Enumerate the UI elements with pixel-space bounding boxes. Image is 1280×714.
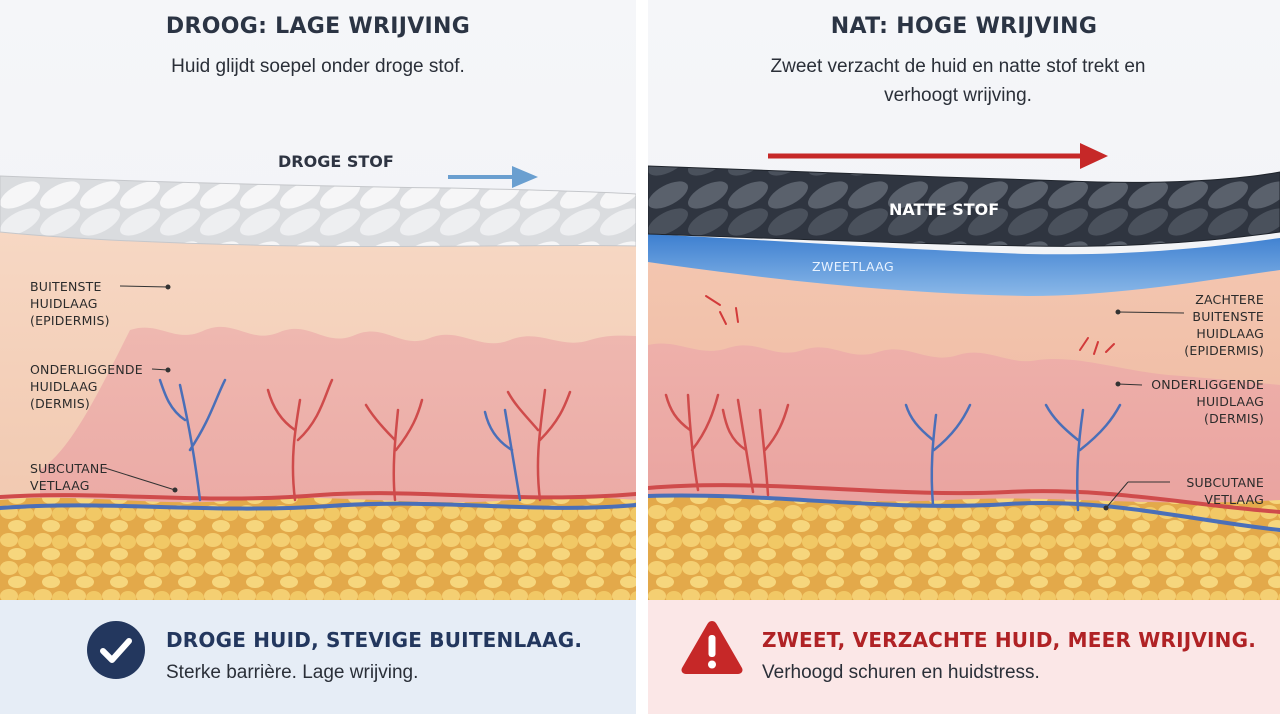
dry-subtitle: Huid glijdt soepel onder droge stof. [171, 56, 465, 77]
warning-triangle-icon [681, 621, 743, 674]
dry-skin-illustration [0, 166, 636, 600]
dry-fabric-label: DROGE STOF [278, 152, 394, 171]
wet-summary-subtitle: Verhoogd schuren en huidstress. [762, 662, 1040, 683]
sweat-layer-label: ZWEETLAAG [812, 259, 895, 274]
check-circle-icon [87, 621, 145, 679]
motion-arrow-icon [768, 143, 1108, 169]
dry-summary-subtitle: Sterke barrière. Lage wrijving. [166, 662, 419, 683]
wet-panel: NAT: HOGE WRIJVING Zweet verzacht de hui… [648, 0, 1280, 714]
dry-summary-title: DROGE HUID, STEVIGE BUITENLAAG. [166, 628, 583, 652]
dry-panel: DROOG: LAGE WRIJVING Huid glijdt soepel … [0, 0, 636, 714]
fat-layer-label: SUBCUTANE VETLAAG [1186, 475, 1264, 507]
friction-marks-icon [705, 295, 1115, 355]
wet-title: NAT: HOGE WRIJVING [830, 14, 1098, 39]
motion-arrow-icon [448, 166, 538, 188]
dry-title: DROOG: LAGE WRIJVING [165, 14, 471, 39]
softer-epidermis-label: ZACHTERE BUITENSTE HUIDLAAG (EPIDERMIS) [1184, 292, 1264, 358]
dry-summary: DROGE HUID, STEVIGE BUITENLAAG. Sterke b… [0, 600, 636, 714]
panel-divider [636, 0, 648, 714]
wet-summary-title: ZWEET, VERZACHTE HUID, MEER WRIJVING. [762, 628, 1257, 652]
fat-layer-label: SUBCUTANE VETLAAG [30, 461, 108, 493]
wet-subtitle: Zweet verzacht de huid en natte stof tre… [770, 56, 1146, 106]
wet-skin-illustration [648, 143, 1280, 600]
dermis-label: ONDERLIGGENDE HUIDLAAG (DERMIS) [30, 362, 143, 411]
dermis-label: ONDERLIGGENDE HUIDLAAG (DERMIS) [1151, 377, 1264, 426]
wet-fabric-label: NATTE STOF [889, 200, 1000, 219]
wet-summary: ZWEET, VERZACHTE HUID, MEER WRIJVING. Ve… [648, 600, 1280, 714]
epidermis-label: BUITENSTE HUIDLAAG (EPIDERMIS) [30, 279, 110, 328]
